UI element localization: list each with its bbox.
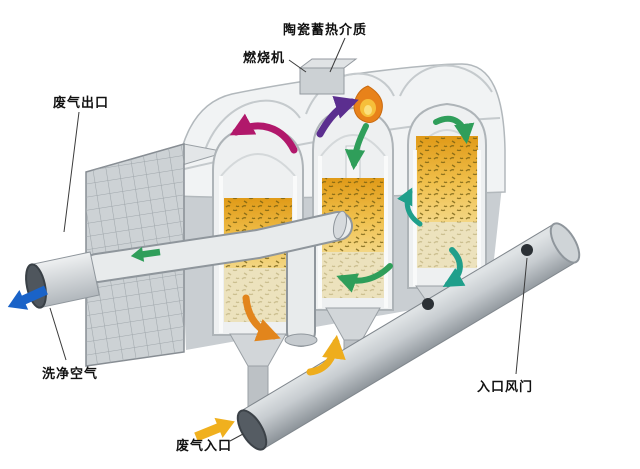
burner-flame [353, 85, 383, 123]
leader-lines [49, 37, 528, 442]
pipe-inlet-opening [236, 409, 268, 451]
gold-funnel-arrow [306, 334, 346, 376]
green-bottom-arrow [336, 263, 393, 293]
label-burner: 燃烧机 [243, 50, 285, 66]
label-clean-air: 洗净空气 [42, 366, 98, 382]
magenta-flow-arrow [229, 113, 298, 154]
purple-flow-arrow [316, 95, 359, 138]
damper-valve-knob [521, 244, 533, 256]
flow-arrows [229, 95, 475, 376]
label-exhaust-outlet: 废气出口 [53, 95, 109, 111]
chamber-right [407, 102, 487, 289]
valve-knob [422, 298, 434, 310]
green-rightdome-arrow [433, 115, 475, 145]
label-waste-gas-inlet: 废气入口 [176, 438, 232, 454]
leader-exhaust-outlet [63, 111, 80, 233]
leader-waste-inlet [229, 433, 244, 442]
leader-ceramic [329, 37, 346, 73]
orange-chamber-arrow [242, 294, 281, 342]
leader-inlet-damper [515, 257, 528, 375]
label-inlet-damper: 入口风门 [477, 379, 533, 395]
teal-small-arrow [397, 187, 423, 227]
pipe-end-cap [549, 222, 581, 264]
label-ceramic-media: 陶瓷蓄热介质 [283, 22, 367, 38]
labels: 陶瓷蓄热介质 燃烧机 废气出口 洗净空气 入口风门 废气入口 [42, 22, 533, 454]
leader-clean-air [49, 307, 67, 361]
inlet-manifold-pipe [236, 222, 581, 451]
green-down-arrow [344, 123, 369, 171]
teal-right-arrow [442, 247, 466, 288]
outlet-pipe [82, 210, 353, 283]
elbow-pipe [284, 225, 318, 347]
burner-unit [298, 58, 358, 95]
leader-burner [288, 59, 307, 73]
